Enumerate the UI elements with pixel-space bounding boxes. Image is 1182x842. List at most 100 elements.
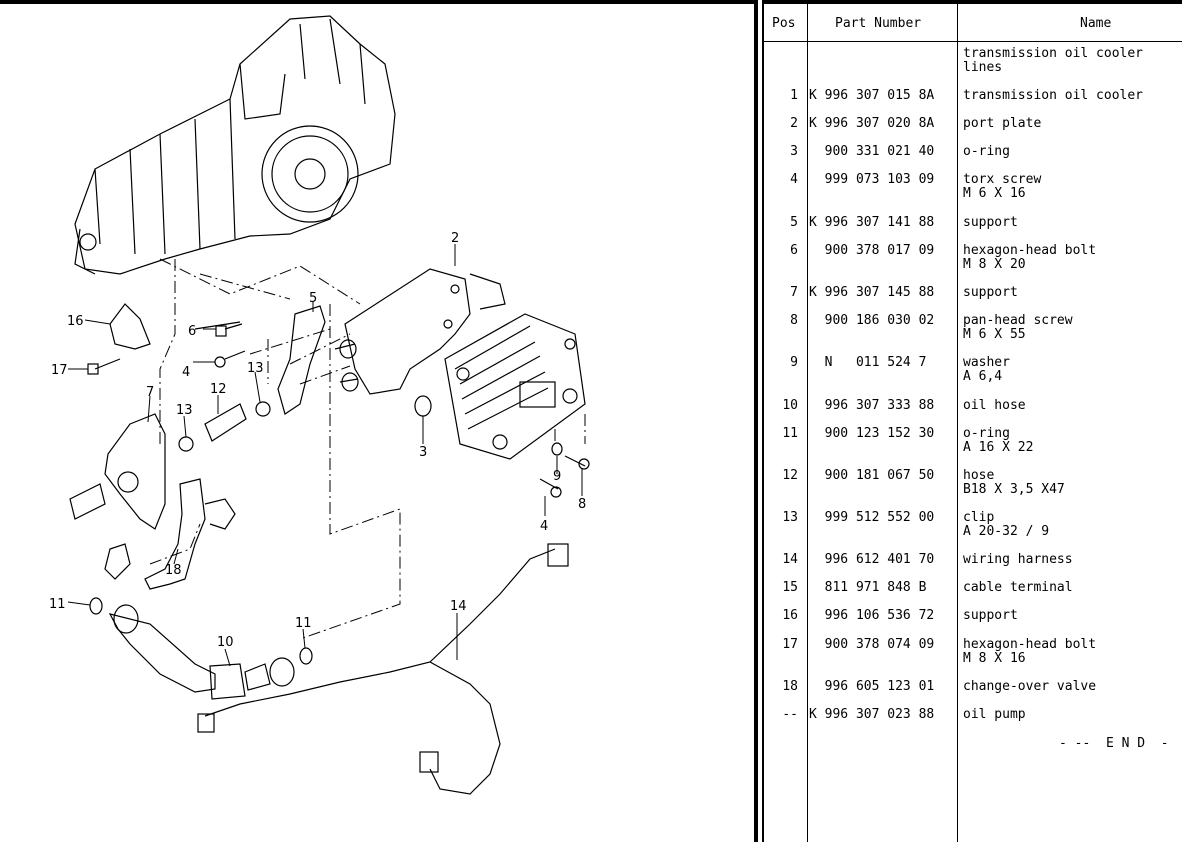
row-part-number: N 011 524 7 [809, 355, 927, 370]
callout-numbers: 2 3 4 4 5 6 7 8 9 10 11 11 12 13 13 14 1… [49, 231, 586, 650]
callout-10: 10 [217, 635, 234, 650]
column-divider [807, 4, 808, 842]
row-pos: 4 [790, 172, 798, 187]
row-part-number: 996 106 536 72 [809, 608, 935, 623]
row-name: hexagon-head bolt M 8 X 16 [963, 637, 1097, 666]
row-pos: 13 [782, 510, 798, 525]
callout-16: 16 [67, 314, 84, 329]
column-divider [957, 4, 958, 842]
row-name: torx screw M 6 X 16 [963, 172, 1042, 201]
row-part-number: 999 073 103 09 [809, 172, 935, 187]
row-part-number: 811 971 848 B [809, 580, 927, 595]
panel-divider [754, 0, 764, 842]
row-pos: -- [782, 707, 798, 722]
callout-11-right: 11 [295, 616, 312, 631]
row-part-number: 900 181 067 50 [809, 468, 935, 483]
end-marker: - -- E N D - [1059, 736, 1169, 751]
diagram-drawing: 2 3 4 4 5 6 7 8 9 10 11 11 12 13 13 14 1… [49, 15, 590, 795]
o-ring-3-drawing [414, 395, 432, 417]
row-pos: 7 [790, 285, 798, 300]
row-part-number: 900 186 030 02 [809, 313, 935, 328]
callout-18: 18 [165, 563, 182, 578]
support-5-drawing [277, 305, 326, 415]
clip-13-drawing [255, 401, 271, 417]
callout-7: 7 [146, 385, 154, 400]
row-pos: 16 [782, 608, 798, 623]
header-part-number: Part Number [835, 16, 922, 31]
row-name: cable terminal [963, 580, 1073, 595]
row-part-number: 996 612 401 70 [809, 552, 935, 567]
row-pos: 1 [790, 88, 798, 103]
row-name: change-over valve [963, 679, 1097, 694]
support-7-drawing [104, 413, 166, 530]
row-part-number: 900 331 021 40 [809, 144, 935, 159]
header-divider [764, 41, 1182, 42]
transmission-housing-drawing [74, 15, 396, 275]
row-part-number: K 996 307 145 88 [809, 285, 935, 300]
row-part-number: K 996 307 020 8A [809, 116, 935, 131]
callout-13-lower: 13 [176, 403, 193, 418]
row-pos: 6 [790, 243, 798, 258]
row-name: support [963, 285, 1018, 300]
exploded-parts-diagram: 2 3 4 4 5 6 7 8 9 10 11 11 12 13 13 14 1… [0, 4, 754, 842]
bolt-17-drawing [94, 358, 121, 370]
oil-hose-10-drawing [108, 613, 216, 693]
callout-11-left: 11 [49, 597, 66, 612]
row-pos: 18 [782, 679, 798, 694]
row-name: washer A 6,4 [963, 355, 1010, 384]
row-pos: 10 [782, 398, 798, 413]
callout-6: 6 [188, 324, 196, 339]
row-name: hexagon-head bolt M 8 X 20 [963, 243, 1097, 272]
port-plate-drawing [334, 268, 506, 395]
header-pos: Pos [772, 16, 796, 31]
row-name: oil pump [963, 707, 1026, 722]
row-pos: 17 [782, 637, 798, 652]
callout-8: 8 [578, 497, 586, 512]
row-pos: 5 [790, 215, 798, 230]
row-name: port plate [963, 116, 1042, 131]
support-16-drawing [109, 303, 151, 350]
row-name: support [963, 608, 1018, 623]
hose-12-drawing [204, 403, 247, 442]
row-name: hose B18 X 3,5 X47 [963, 468, 1065, 497]
callout-13-upper: 13 [247, 361, 264, 376]
row-pos: 14 [782, 552, 798, 567]
callout-17: 17 [51, 363, 68, 378]
row-part-number: 900 378 074 09 [809, 637, 935, 652]
row-pos: 9 [790, 355, 798, 370]
row-part-number: K 996 307 141 88 [809, 215, 935, 230]
row-name: o-ring [963, 144, 1010, 159]
o-ring-11b-drawing [299, 647, 313, 665]
callout-4-left: 4 [182, 365, 190, 380]
row-pos: 2 [790, 116, 798, 131]
change-over-valve-drawing [104, 543, 131, 580]
callout-3: 3 [419, 445, 427, 460]
row-name: oil hose [963, 398, 1026, 413]
callout-4-right: 4 [540, 519, 548, 534]
row-pos: 8 [790, 313, 798, 328]
row-pos: 11 [782, 426, 798, 441]
wiring-harness-drawing [204, 548, 556, 717]
row-part-number: 996 605 123 01 [809, 679, 935, 694]
callout-2: 2 [451, 231, 459, 246]
row-name: transmission oil cooler lines [963, 46, 1144, 75]
row-part-number: 996 307 333 88 [809, 398, 935, 413]
row-pos: 3 [790, 144, 798, 159]
row-pos: 15 [782, 580, 798, 595]
o-ring-11a-drawing [89, 597, 103, 615]
callout-9: 9 [553, 469, 561, 484]
row-name: transmission oil cooler [963, 88, 1144, 103]
row-name: wiring harness [963, 552, 1073, 567]
row-part-number: 900 378 017 09 [809, 243, 935, 258]
row-pos: 12 [782, 468, 798, 483]
row-name: o-ring A 16 X 22 [963, 426, 1034, 455]
callout-14: 14 [450, 599, 467, 614]
parts-list-table: Pos Part Number Name transmission oil co… [764, 4, 1182, 842]
row-part-number: 999 512 552 00 [809, 510, 935, 525]
row-part-number: 900 123 152 30 [809, 426, 935, 441]
callout-leaders [67, 244, 583, 667]
row-part-number: K 996 307 015 8A [809, 88, 935, 103]
row-name: support [963, 215, 1018, 230]
top-border [0, 0, 1182, 4]
row-name: clip A 20-32 / 9 [963, 510, 1050, 539]
